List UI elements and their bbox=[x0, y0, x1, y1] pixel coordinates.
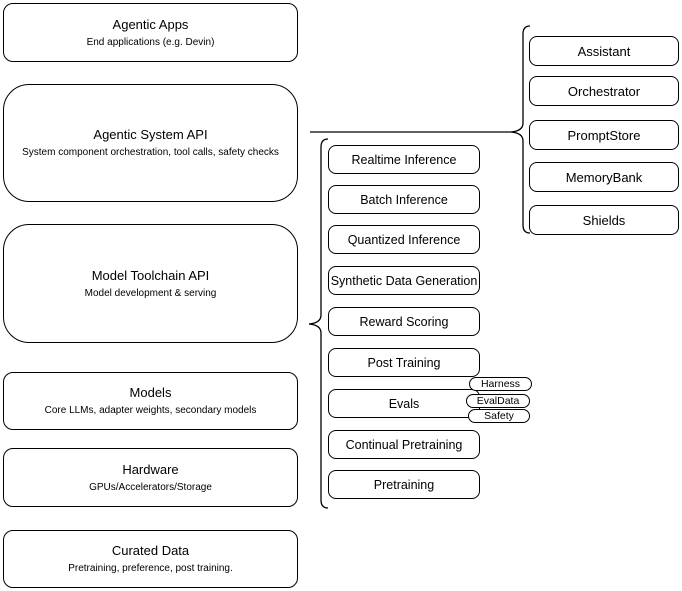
node-models: Models Core LLMs, adapter weights, secon… bbox=[3, 372, 298, 430]
node-orchestrator: Orchestrator bbox=[529, 76, 679, 106]
node-reward-scoring: Reward Scoring bbox=[328, 307, 480, 336]
node-label: Synthetic Data Generation bbox=[330, 273, 478, 288]
node-subtitle: Model development & serving bbox=[84, 287, 217, 299]
node-title: Model Toolchain API bbox=[91, 267, 210, 283]
node-subtitle: GPUs/Accelerators/Storage bbox=[89, 481, 212, 493]
node-title: Models bbox=[129, 385, 172, 400]
tag-label: EvalData bbox=[476, 395, 520, 407]
node-label: Shields bbox=[582, 212, 626, 228]
node-label: Quantized Inference bbox=[347, 232, 461, 247]
node-agentic-system-api: Agentic System API System component orch… bbox=[3, 84, 298, 202]
node-label: MemoryBank bbox=[565, 169, 643, 185]
middle-column-brace bbox=[308, 138, 329, 509]
node-assistant: Assistant bbox=[529, 36, 679, 66]
node-memorybank: MemoryBank bbox=[529, 162, 679, 192]
node-label: Assistant bbox=[577, 43, 631, 59]
node-title: Hardware bbox=[122, 461, 179, 477]
node-promptstore: PromptStore bbox=[529, 120, 679, 150]
node-label: Continual Pretraining bbox=[345, 437, 463, 452]
node-curated-data: Curated Data Pretraining, preference, po… bbox=[3, 530, 298, 588]
node-batch-inference: Batch Inference bbox=[328, 185, 480, 214]
node-label: Batch Inference bbox=[360, 192, 448, 207]
node-hardware: Hardware GPUs/Accelerators/Storage bbox=[3, 448, 298, 507]
node-evals: Evals bbox=[328, 389, 480, 418]
node-pretraining: Pretraining bbox=[328, 470, 480, 499]
node-label: Evals bbox=[388, 396, 420, 411]
node-quantized-inference: Quantized Inference bbox=[328, 225, 480, 254]
node-label: Orchestrator bbox=[567, 83, 641, 99]
tag-label: Safety bbox=[484, 410, 514, 422]
node-continual-pretraining: Continual Pretraining bbox=[328, 430, 480, 459]
tag-label: Harness bbox=[480, 378, 521, 390]
node-label: Post Training bbox=[367, 355, 441, 370]
right-column-brace bbox=[510, 25, 531, 234]
node-title: Agentic System API bbox=[93, 127, 208, 142]
node-label: Pretraining bbox=[373, 477, 435, 492]
node-agentic-apps: Agentic Apps End applications (e.g. Devi… bbox=[3, 3, 298, 62]
node-subtitle: Core LLMs, adapter weights, secondary mo… bbox=[44, 405, 257, 416]
node-subtitle: End applications (e.g. Devin) bbox=[86, 36, 215, 48]
node-post-training: Post Training bbox=[328, 348, 480, 377]
tag-harness: Harness bbox=[469, 377, 532, 391]
tag-evaldata: EvalData bbox=[466, 394, 530, 408]
node-shields: Shields bbox=[529, 205, 679, 235]
node-subtitle: System component orchestration, tool cal… bbox=[22, 147, 279, 158]
node-subtitle: Pretraining, preference, post training. bbox=[68, 563, 233, 574]
node-model-toolchain-api: Model Toolchain API Model development & … bbox=[3, 224, 298, 343]
node-label: PromptStore bbox=[567, 127, 641, 143]
node-synthetic-data-generation: Synthetic Data Generation bbox=[328, 266, 480, 295]
node-label: Reward Scoring bbox=[359, 314, 449, 329]
node-label: Realtime Inference bbox=[351, 152, 457, 167]
node-realtime-inference: Realtime Inference bbox=[328, 145, 480, 174]
node-title: Agentic Apps bbox=[112, 16, 189, 32]
tag-safety: Safety bbox=[468, 409, 530, 423]
node-title: Curated Data bbox=[111, 543, 190, 558]
